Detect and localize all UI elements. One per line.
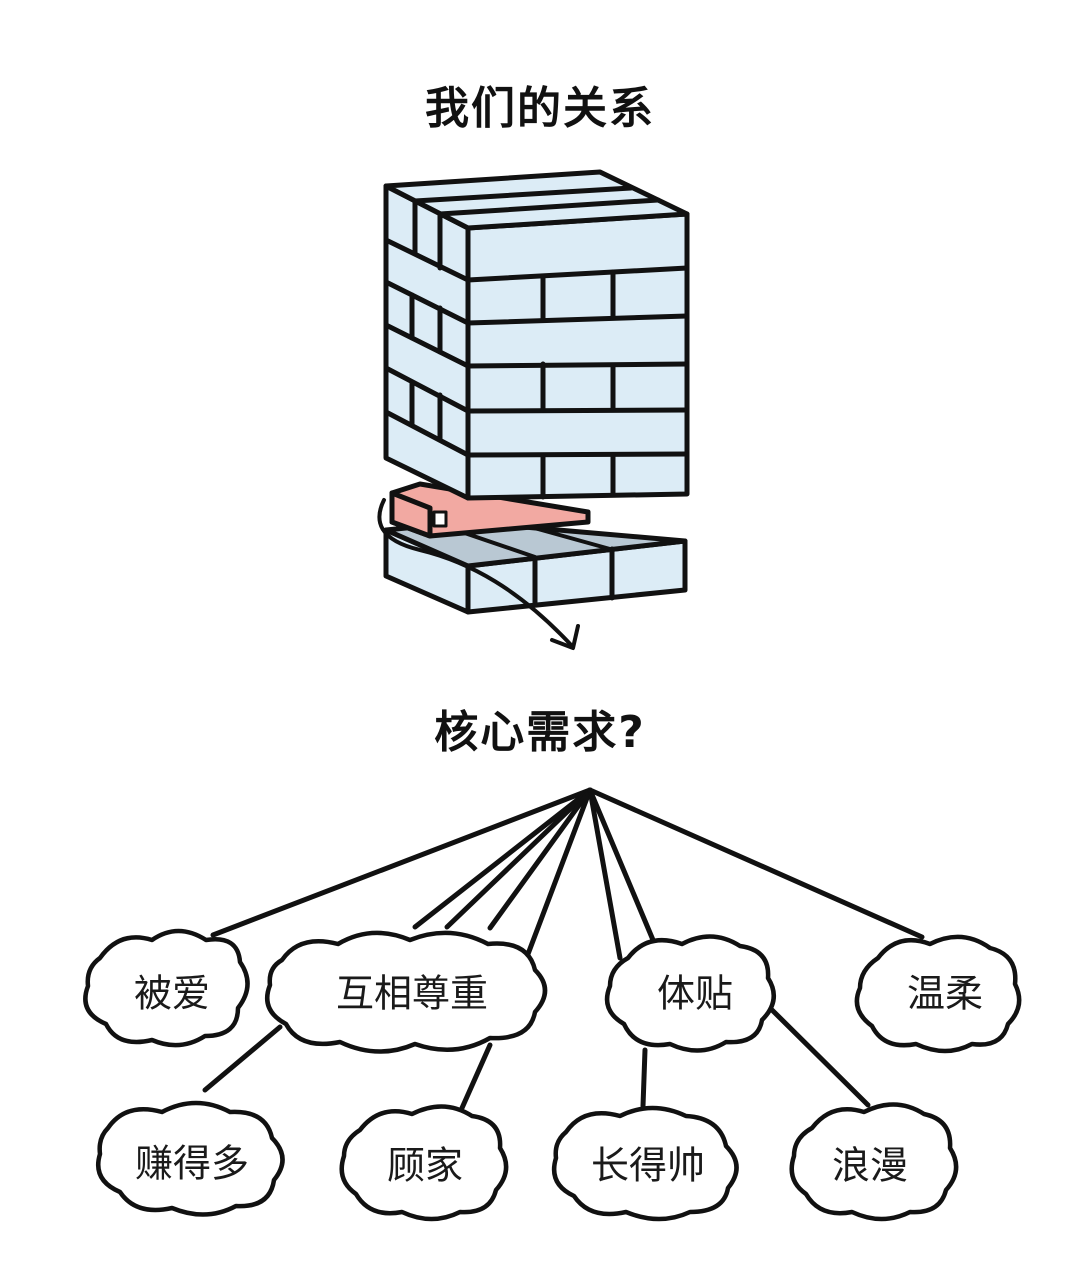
connector-hu-xiang-zun-zhong-2 [444,787,593,930]
connector-zhang-de-shuai-lower [640,1047,648,1109]
need-label-hu-xiang-zun-zhong: 互相尊重 [335,971,489,1016]
connector-lang-man [767,1005,871,1108]
connector-zhang-de-shuai [587,787,623,961]
cloud-ti-tie [604,934,776,1053]
jenga-tower-illustration [377,169,690,650]
need-label-bei-ai: 被爱 [133,971,211,1016]
diagram-title: 我们的关系 [425,83,655,134]
pull-arrow [377,498,574,648]
cloud-lang-man [789,1102,959,1222]
need-label-ti-tie: 体贴 [656,971,734,1016]
connector-zhuan-de-duo [202,1024,283,1093]
need-label-wen-rou: 温柔 [906,971,984,1016]
connector-wen-rou [587,787,925,940]
connector-gu-jia-lower [459,1042,493,1111]
cloud-gu-jia [339,1104,509,1222]
cloud-zhang-de-shuai [551,1105,739,1222]
need-label-lang-man: 浪漫 [831,1143,909,1188]
cloud-wen-rou [854,934,1022,1054]
connector-gu-jia [522,787,593,965]
need-label-zhuan-de-duo: 赚得多 [134,1141,250,1186]
core-needs-question: 核心需求? [434,707,646,758]
connector-lines [202,787,925,1111]
connector-ti-tie [587,787,656,943]
connector-hu-xiang-zun-zhong-1 [412,787,593,930]
cloud-zhuan-de-duo [96,1100,285,1217]
need-label-gu-jia: 顾家 [386,1143,464,1188]
cloud-bei-ai [83,928,250,1048]
cloud-hu-xiang-zun-zhong [265,930,548,1054]
need-label-zhang-de-shuai: 长得帅 [590,1143,706,1188]
connector-bei-ai [210,787,593,938]
connector-hu-xiang-zun-zhong-3 [487,787,593,931]
pulled-block [389,481,591,539]
